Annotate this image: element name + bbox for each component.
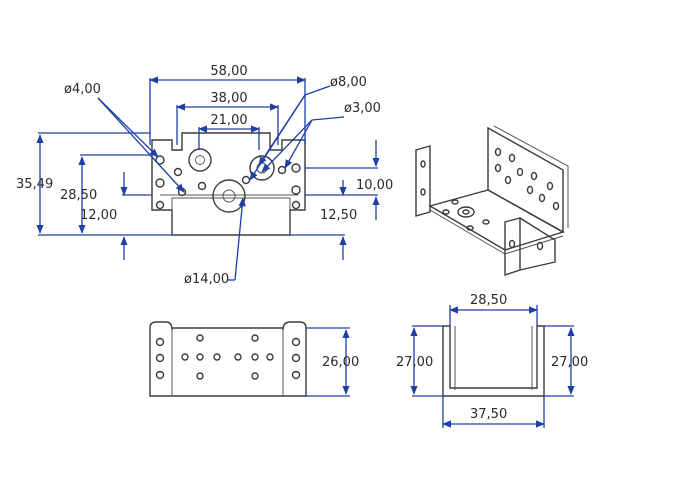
dim-width-38: 38,00	[210, 91, 247, 106]
iso-holes	[420, 147, 560, 251]
dim-width-58: 58,00	[210, 64, 247, 79]
iso-back-wall	[487, 126, 564, 234]
front-vertical-dims-left: 35,49 28,50 12,00	[16, 132, 172, 260]
dim-height-28-50: 28,50	[60, 188, 97, 203]
hole-leaders: ø4,00 ø8,00 ø3,00 ø14,00	[64, 75, 381, 287]
side-holes	[155, 334, 301, 380]
isometric-view	[415, 125, 569, 276]
hole-small	[155, 178, 165, 188]
hole-small	[291, 185, 301, 195]
dim-width-21: 21,00	[210, 113, 247, 128]
front-vertical-dims-right: 10,00 12,50	[290, 140, 393, 260]
hole-small	[277, 165, 287, 175]
side-dims: 26,00	[306, 327, 359, 397]
hole-small	[197, 181, 207, 191]
label-dia-8: ø8,00	[330, 75, 367, 90]
front-holes	[155, 148, 301, 213]
hole-center-large	[212, 179, 246, 213]
dim-end-37-50: 37,50	[470, 407, 507, 422]
hole-small	[291, 163, 301, 173]
end-profile-outline	[442, 325, 545, 397]
iso-left-tab	[415, 145, 431, 217]
front-horizontal-dims: 58,00 38,00 21,00	[149, 64, 306, 150]
dim-end-right-27: 27,00	[551, 355, 588, 370]
dim-height-10: 10,00	[356, 178, 393, 193]
label-dia-14: ø14,00	[184, 272, 229, 287]
end-dims: 28,50 27,00 27,00 37,50	[396, 293, 588, 428]
side-view: 26,00	[149, 321, 359, 397]
dim-height-12: 12,00	[80, 208, 117, 223]
end-view: 28,50 27,00 27,00 37,50	[396, 293, 588, 428]
front-plate-outline	[151, 132, 306, 236]
dim-height-12-50: 12,50	[320, 208, 357, 223]
hole-upper-left	[188, 148, 212, 172]
hole-small	[241, 175, 251, 185]
front-view: 58,00 38,00 21,00 35,49 28,50 12,00	[16, 64, 393, 287]
hole-small	[173, 167, 183, 177]
label-dia-3: ø3,00	[344, 101, 381, 116]
iso-base	[428, 189, 565, 251]
hole-small	[155, 200, 165, 210]
label-dia-4: ø4,00	[64, 82, 101, 97]
dim-side-26: 26,00	[322, 355, 359, 370]
dim-end-28-50: 28,50	[470, 293, 507, 308]
hole-small	[155, 155, 165, 165]
hole-upper-right	[249, 155, 275, 181]
dim-end-left-27: 27,00	[396, 355, 433, 370]
dim-height-35-49: 35,49	[16, 177, 53, 192]
hole-small	[291, 200, 301, 210]
